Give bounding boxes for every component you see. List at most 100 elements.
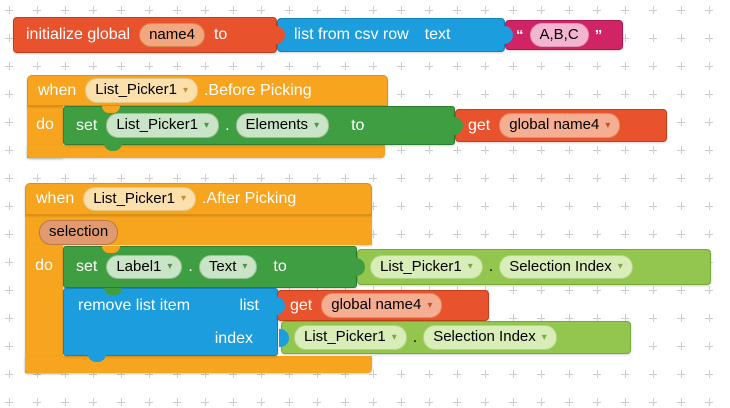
component-dropdown[interactable]: Label1 ▾ [106,254,183,280]
text-string-block[interactable]: “ A,B,C ” [503,20,623,50]
grid-plus-mark [5,90,13,98]
grid-plus-mark [369,62,377,70]
set-elements-block[interactable]: set List_Picker1 ▾ . Elements ▾ to [63,106,455,151]
grid-plus-mark [705,398,713,406]
initialize-global-block[interactable]: initialize global name4 to [13,17,277,53]
grid-plus-mark [5,230,13,238]
selection-param-chip[interactable]: selection [39,220,119,245]
dropdown-arrow-icon: ▾ [427,299,433,311]
grid-plus-mark [369,6,377,14]
grid-plus-mark [5,146,13,154]
grid-plus-mark [705,146,713,154]
grid-plus-mark [369,398,377,406]
event-block-bottom-bar [25,356,372,373]
grid-plus-mark [425,230,433,238]
grid-plus-mark [201,62,209,70]
plug-connector [279,328,289,347]
grid-plus-mark [649,34,657,42]
grid-plus-mark [649,62,657,70]
grid-plus-mark [537,90,545,98]
grid-plus-mark [5,258,13,266]
after-picking-row-set: set Label1 ▾ . Text ▾ to List_Picker1 ▾ … [63,246,711,288]
component-dropdown[interactable]: List_Picker1 ▾ [85,78,198,103]
remove-list-item-block[interactable]: remove list item list index [63,288,278,362]
get-variable-block[interactable]: get global name4 ▾ [275,290,489,321]
grid-plus-mark [649,398,657,406]
grid-plus-mark [677,230,685,238]
grid-plus-mark [397,90,405,98]
global-name-field[interactable]: name4 [139,22,205,48]
set-text-block[interactable]: set Label1 ▾ . Text ▾ to [63,246,357,288]
do-label: do [36,116,54,133]
grid-plus-mark [705,342,713,350]
grid-plus-mark [453,174,461,182]
grid-plus-mark [5,286,13,294]
grid-plus-mark [705,314,713,322]
property-dropdown[interactable]: Selection Index ▾ [499,254,633,280]
dropdown-arrow-icon: ▾ [391,331,397,343]
grid-plus-mark [537,230,545,238]
grid-plus-mark [649,342,657,350]
grid-plus-mark [453,230,461,238]
grid-plus-mark [145,174,153,182]
grid-plus-mark [677,398,685,406]
set-label: set [76,258,98,275]
grid-plus-mark [621,90,629,98]
component-dropdown[interactable]: List_Picker1 ▾ [83,186,196,212]
grid-plus-mark [677,342,685,350]
grid-plus-mark [285,6,293,14]
component-dropdown[interactable]: List_Picker1 ▾ [106,113,220,138]
grid-plus-mark [313,174,321,182]
grid-plus-mark [229,6,237,14]
event-name-label: .Before Picking [203,81,312,99]
string-value-field[interactable]: A,B,C [529,22,589,48]
variable-dropdown[interactable]: global name4 ▾ [321,293,443,318]
index-socket-label: index [214,329,253,347]
grid-plus-mark [5,370,13,378]
grid-plus-mark [481,146,489,154]
grid-plus-mark [677,6,685,14]
grid-plus-mark [621,398,629,406]
grid-plus-mark [621,62,629,70]
grid-plus-mark [677,90,685,98]
grid-plus-mark [677,174,685,182]
grid-plus-mark [705,370,713,378]
selection-index-getter-block[interactable]: List_Picker1 ▾ . Selection Index ▾ [355,249,711,285]
component-name: List_Picker1 [304,328,386,346]
grid-plus-mark [649,314,657,322]
grid-plus-mark [285,62,293,70]
property-dropdown[interactable]: Text ▾ [198,254,258,280]
list-from-csv-row-block[interactable]: list from csv row text [275,18,505,52]
grid-plus-mark [593,230,601,238]
component-dropdown[interactable]: List_Picker1 ▾ [294,325,407,350]
dot-separator: . [412,328,418,346]
get-variable-block[interactable]: get global name4 ▾ [453,109,667,142]
variable-dropdown[interactable]: global name4 ▾ [499,113,621,138]
text-socket-label: text [424,26,451,43]
when-before-picking-block[interactable]: when List_Picker1 ▾ .Before Picking [27,75,388,106]
grid-plus-mark [705,174,713,182]
component-dropdown[interactable]: List_Picker1 ▾ [370,254,483,280]
when-after-picking-block[interactable]: when List_Picker1 ▾ .After Picking [25,183,372,215]
grid-plus-mark [537,370,545,378]
grid-plus-mark [537,62,545,70]
property-dropdown[interactable]: Selection Index ▾ [423,325,557,350]
grid-plus-mark [621,202,629,210]
selection-index-getter-block[interactable]: List_Picker1 ▾ . Selection Index ▾ [279,321,631,354]
grid-plus-mark [621,146,629,154]
dropdown-arrow-icon: ▾ [242,261,248,272]
grid-plus-mark [481,398,489,406]
property-name: Selection Index [509,257,612,275]
grid-plus-mark [621,230,629,238]
selection-param-label: selection [49,223,109,240]
grid-plus-mark [509,398,517,406]
before-picking-body: set List_Picker1 ▾ . Elements ▾ to get g… [63,106,667,151]
grid-plus-mark [117,62,125,70]
component-name: List_Picker1 [116,116,199,134]
grid-plus-mark [453,146,461,154]
grid-plus-mark [705,202,713,210]
grid-plus-mark [481,370,489,378]
top-notch [102,246,120,253]
property-dropdown[interactable]: Elements ▾ [235,113,330,138]
